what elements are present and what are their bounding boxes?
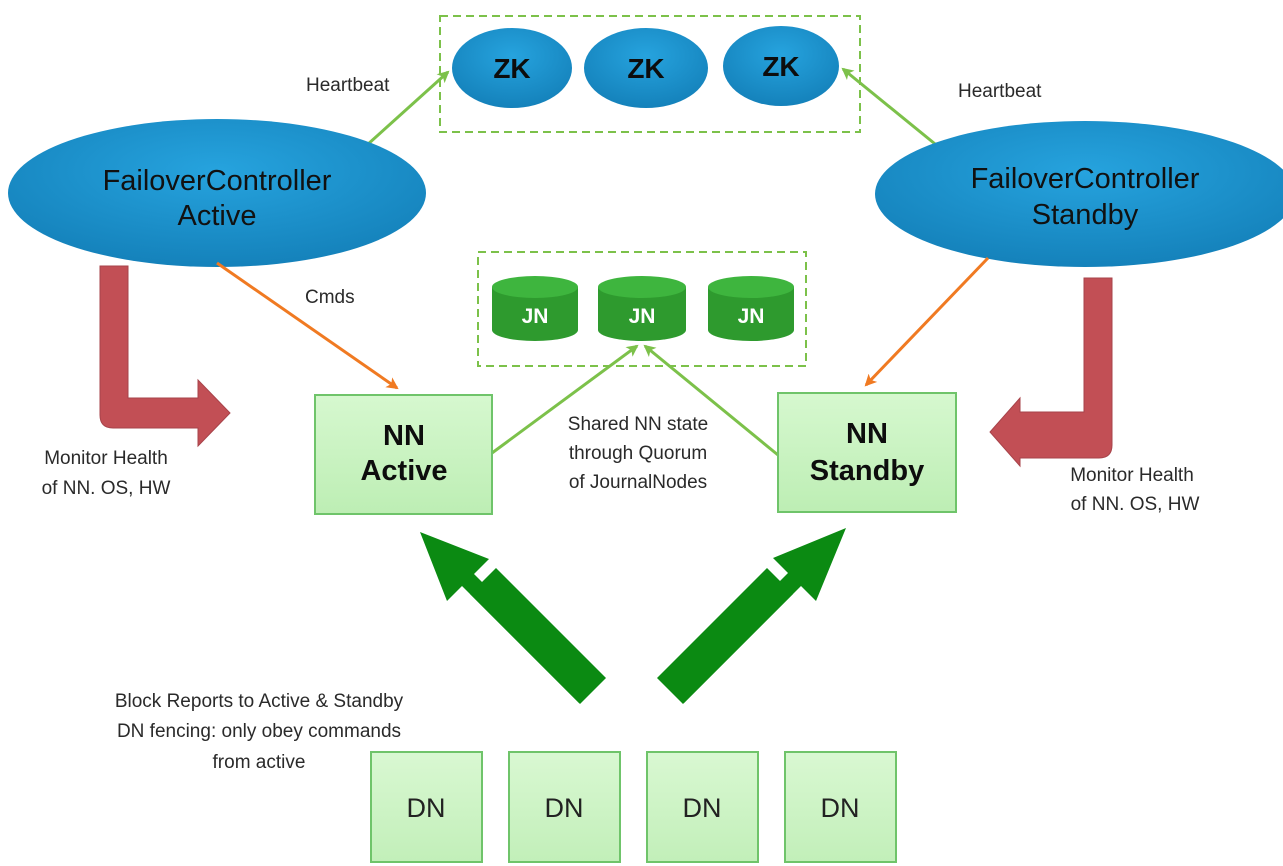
heartbeat-arrow-left [365, 70, 450, 147]
failover-controller-standby: FailoverController Standby [875, 121, 1283, 267]
block-reports-label: Block Reports to Active & Standby DN fen… [115, 691, 404, 773]
dn-node-2-label: DN [545, 793, 584, 823]
dn-node-3-label: DN [683, 793, 722, 823]
zookeeper-group: ZK ZK ZK [439, 15, 861, 133]
dn-node-4: DN [784, 751, 897, 863]
dn-node-1-label: DN [407, 793, 446, 823]
block-reports-line3: from active [213, 752, 306, 773]
failover-standby-line2: Standby [1032, 199, 1139, 231]
cmds-arrow-left [216, 261, 399, 390]
zk-node-1 [452, 28, 572, 108]
dn-node-4-label: DN [821, 793, 860, 823]
zk-node-2-label: ZK [627, 53, 664, 84]
nn-standby-line1: NN [846, 418, 888, 450]
shared-state-line3: of JournalNodes [569, 472, 707, 493]
block-reports-line1: Block Reports to Active & Standby [115, 691, 404, 712]
dn-node-3: DN [646, 751, 759, 863]
nn-standby-line2: Standby [810, 455, 924, 487]
monitor-right-line2: of NN. OS, HW [1071, 494, 1200, 515]
jn-node-2: JN [598, 276, 686, 341]
failover-standby-oval [875, 121, 1283, 267]
failover-controller-active: FailoverController Active [8, 119, 426, 267]
journalnodes-group: JN JN JN [477, 251, 807, 367]
shared-state-line1: Shared NN state [568, 414, 708, 435]
cmds-label: Cmds [305, 287, 355, 308]
nn-standby-box: NN Standby [777, 392, 957, 513]
zk-node-3 [723, 26, 839, 106]
cmds-arrow-right [864, 256, 990, 387]
jn-node-3-label: JN [738, 305, 765, 328]
failover-active-line2: Active [178, 200, 257, 232]
zk-node-1-label: ZK [493, 53, 530, 84]
monitor-health-label-left: Monitor Health of NN. OS, HW [42, 448, 171, 499]
jn-node-2-label: JN [629, 305, 656, 328]
monitor-left-line1: Monitor Health [44, 448, 168, 469]
failover-standby-line1: FailoverController [971, 163, 1200, 195]
monitor-right-line1: Monitor Health [1070, 465, 1194, 486]
block-report-arrow-right-body [657, 568, 793, 704]
zk-node-2 [584, 28, 708, 108]
block-reports-line2: DN fencing: only obey commands [117, 721, 401, 742]
failover-active-line1: FailoverController [103, 165, 332, 197]
nn-active-line2: Active [360, 455, 447, 487]
nn-active-line1: NN [383, 420, 425, 452]
shared-state-line2: through Quorum [569, 443, 707, 464]
shared-state-arrow-right [643, 344, 779, 457]
shared-state-arrow-left [491, 344, 639, 455]
jn-node-1-label: JN [522, 305, 549, 328]
monitor-health-arrow-right [989, 277, 1113, 468]
shared-state-label: Shared NN state through Quorum of Journa… [568, 414, 708, 493]
heartbeat-arrow-right [841, 67, 941, 150]
nn-active-box: NN Active [314, 394, 493, 515]
zk-node-3-label: ZK [762, 51, 799, 82]
dn-node-1: DN [370, 751, 483, 863]
journalnodes-dashed-border [477, 251, 807, 367]
datanodes-group: DN DN DN DN [370, 751, 897, 863]
monitor-left-line2: of NN. OS, HW [42, 478, 171, 499]
dn-node-2: DN [508, 751, 621, 863]
failover-active-oval [8, 119, 426, 267]
heartbeat-label-right: Heartbeat [958, 81, 1042, 102]
monitor-health-label-right: Monitor Health of NN. OS, HW [1070, 465, 1199, 515]
jn-node-1: JN [492, 276, 578, 341]
block-report-arrow-left-body [470, 568, 606, 704]
heartbeat-label-left: Heartbeat [306, 75, 390, 96]
jn-node-3: JN [708, 276, 794, 341]
monitor-health-arrow-left [99, 265, 231, 448]
